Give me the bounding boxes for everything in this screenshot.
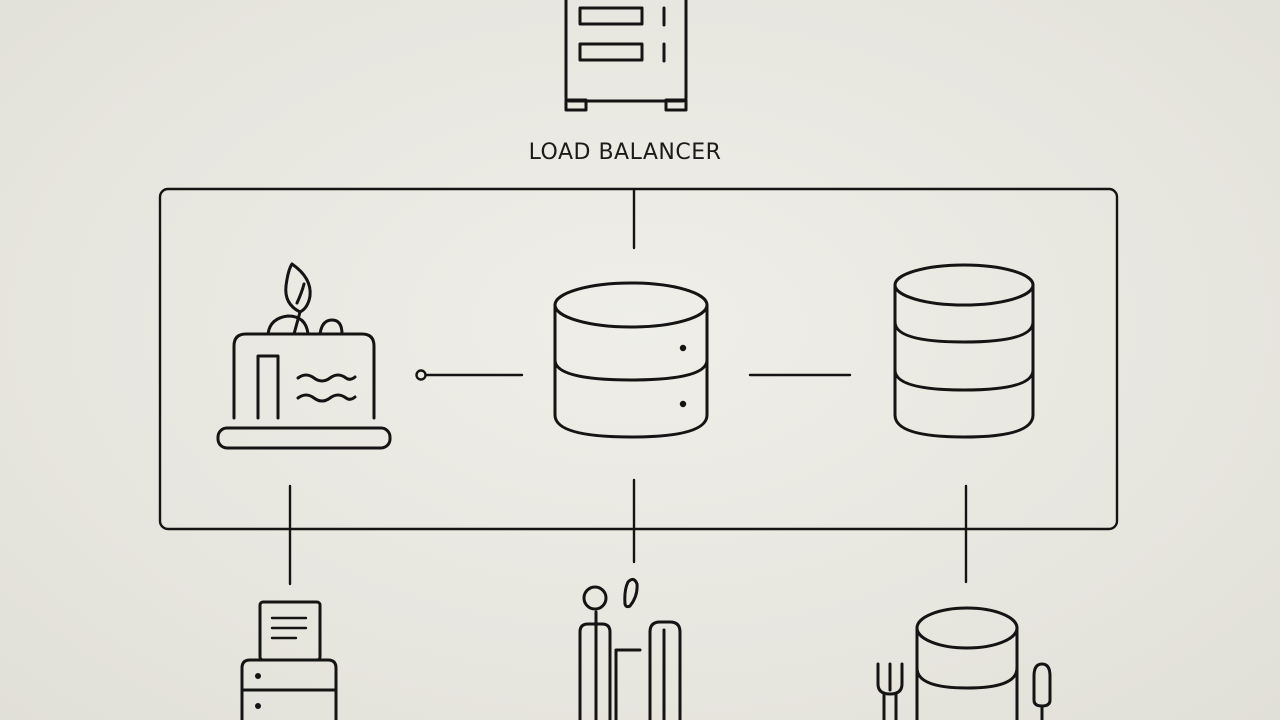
database-server-icon	[553, 281, 709, 439]
cluster-container	[158, 187, 1119, 531]
document-server-icon	[240, 600, 338, 720]
load-balancer-server-icon	[564, 0, 688, 112]
plant-machine-icon	[216, 262, 392, 450]
connector-lines	[288, 188, 968, 586]
database-stack-icon	[893, 263, 1035, 439]
database-tools-icon	[876, 606, 1052, 720]
load-balancer-label: LOAD BALANCER	[528, 140, 722, 165]
people-rack-icon	[578, 577, 682, 720]
